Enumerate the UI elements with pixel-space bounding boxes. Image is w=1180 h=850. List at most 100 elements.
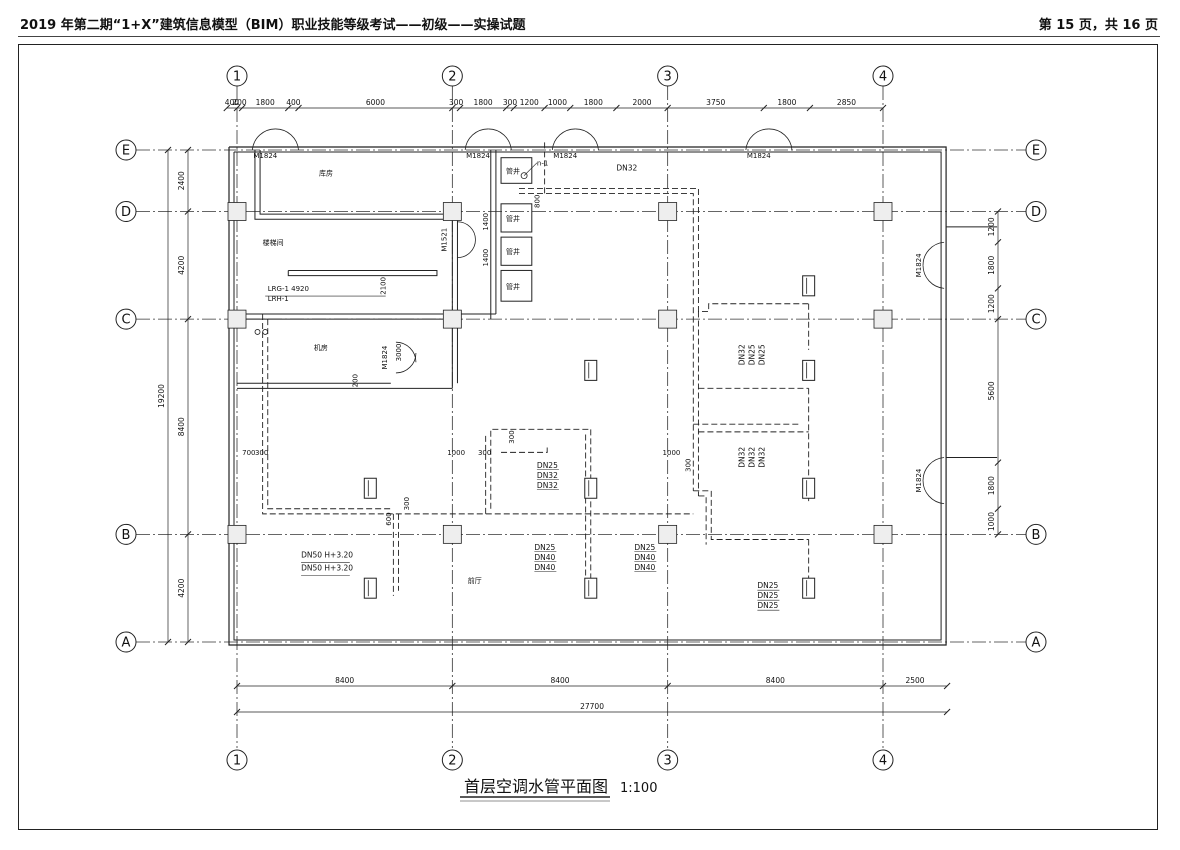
chilled-water-pipe — [501, 444, 548, 453]
dim-tick — [943, 682, 951, 690]
dim-tick — [994, 315, 1002, 323]
grid-label-A: A — [1032, 636, 1041, 651]
pipe-network — [262, 142, 816, 599]
dim-tick — [664, 104, 672, 112]
grid-bubble-B — [1025, 523, 1047, 545]
pipe-size-label: DN50 H+3.20 — [301, 550, 353, 559]
dim-tick — [164, 638, 172, 646]
fan-coil-unit — [802, 477, 816, 499]
pipe-shaft-label: 管井 — [506, 167, 520, 176]
pipe-riser-mark — [262, 329, 269, 335]
dim-label: 300 — [255, 449, 268, 457]
fan-coil-unit — [802, 275, 816, 297]
pipe-riser-mark — [254, 329, 261, 335]
dim-label: 4200 — [177, 256, 186, 275]
dim-tick — [233, 104, 241, 112]
door-swing — [922, 265, 945, 289]
dim-tick — [994, 285, 1002, 292]
grid-bubble-4 — [872, 65, 894, 87]
door-swing — [251, 128, 276, 151]
dim-label: 300 — [449, 98, 464, 107]
structural-column — [658, 309, 678, 329]
grid-label-E: E — [1032, 144, 1040, 159]
dim-label: 1400 — [482, 249, 490, 267]
dim-label: 600 — [385, 512, 393, 525]
grid-label-1: 1 — [233, 754, 241, 769]
grid-bubble-E — [1025, 139, 1047, 161]
fan-coil-unit — [363, 577, 377, 599]
dim-label: 1800 — [584, 98, 603, 107]
dim-label: 8400 — [550, 676, 569, 685]
structural-column — [658, 202, 678, 221]
dim-label: 1000 — [987, 512, 996, 531]
door-tag-m1521: M1521 — [440, 228, 448, 252]
pipe-size-label: DN25 — [634, 543, 655, 552]
dim-label: 8400 — [335, 676, 354, 685]
dim-tick — [233, 682, 241, 690]
door-swing — [551, 128, 576, 151]
dim-label: 2400 — [177, 171, 186, 190]
pipe-size-label: DN32 — [758, 447, 767, 468]
pipe-size-label: DN25 — [758, 344, 767, 365]
dim-label: 5600 — [987, 381, 996, 400]
dim-label: 3750 — [706, 98, 725, 107]
door-swing — [457, 239, 476, 259]
grid-label-B: B — [1032, 528, 1041, 543]
door-swing — [922, 457, 945, 481]
dim-tick — [541, 104, 548, 112]
structural-column — [442, 309, 462, 329]
grid-label-B: B — [122, 528, 131, 543]
grid-bubble-D — [1025, 201, 1047, 222]
door-swing — [922, 480, 945, 505]
fan-coil-unit — [584, 359, 598, 381]
pipe-size-label: DN40 — [534, 563, 555, 572]
dim-tick — [879, 104, 887, 112]
dim-tick — [994, 531, 1002, 538]
fan-coil-unit — [584, 477, 598, 499]
dim-label: 2000 — [632, 98, 651, 107]
dim-label: 8400 — [177, 417, 186, 436]
dim-tick — [164, 146, 172, 154]
dim-label: 1000 — [663, 449, 681, 457]
dim-label: 2850 — [837, 98, 856, 107]
structural-column — [227, 202, 247, 221]
interior-wall — [259, 150, 453, 215]
grid-label-2: 2 — [448, 70, 456, 85]
chilled-water-pipe — [518, 187, 809, 312]
door-tag-m1824: M1824 — [253, 152, 277, 160]
room-name: 机房 — [314, 343, 328, 352]
structural-column — [873, 524, 893, 544]
dim-tick — [448, 104, 456, 112]
dim-label: 700 — [242, 449, 255, 457]
dim-label: 1400 — [482, 213, 490, 231]
pipe-size-label: DN50 H+3.20 — [301, 563, 353, 572]
pipe-shaft-label: 管井 — [506, 282, 520, 291]
grid-label-3: 3 — [664, 70, 672, 85]
header-rule — [18, 36, 1160, 37]
grid-label-D: D — [121, 205, 131, 220]
dim-label: 300 — [403, 497, 411, 510]
grid-bubble-C — [1025, 308, 1047, 330]
pipe-size-label: DN25 — [534, 543, 555, 552]
pipe-size-label: DN25 — [757, 591, 778, 600]
chilled-water-pipe — [698, 495, 707, 545]
dim-tick — [994, 238, 1002, 246]
door-tag-m1824: M1824 — [915, 253, 923, 277]
dim-label: 1200 — [987, 217, 996, 236]
dim-tick — [994, 208, 1002, 215]
dim-label: 2500 — [905, 676, 924, 685]
door-tag-m1824: M1824 — [915, 468, 923, 492]
dim-label: 1200 — [520, 98, 539, 107]
dim-label: 1800 — [777, 98, 796, 107]
fan-coil-unit — [584, 577, 598, 599]
room-name: 库房 — [319, 169, 333, 178]
structural-column — [442, 524, 462, 544]
dim-tick — [510, 104, 518, 112]
drawing-frame — [18, 44, 1158, 830]
dim-label: 27700 — [580, 702, 604, 711]
dim-label: 300 — [478, 449, 491, 457]
structural-column — [873, 202, 893, 221]
